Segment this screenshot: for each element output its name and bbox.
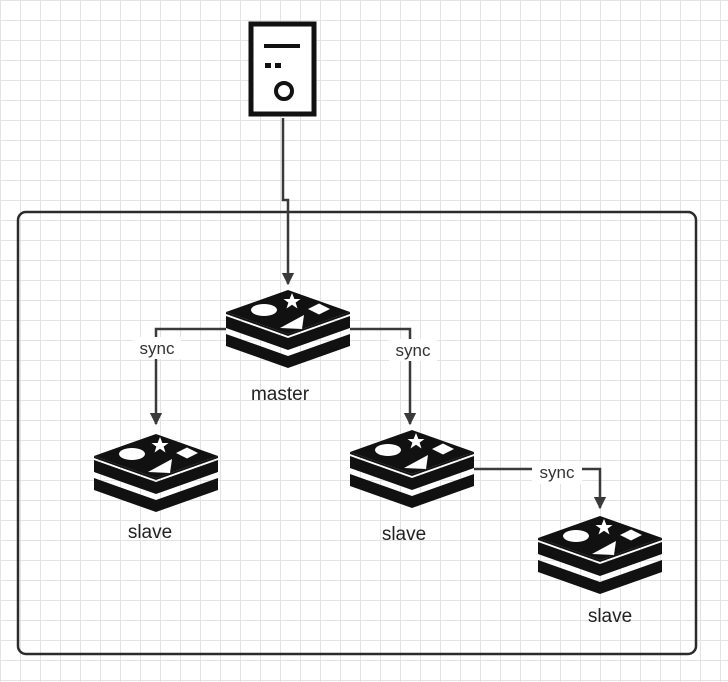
- redis-icon: [94, 434, 218, 512]
- edge-label-sync-right: sync: [540, 463, 575, 482]
- edge-master-slave-left: [149, 327, 226, 426]
- master-label: master: [251, 384, 310, 405]
- server-icon: [248, 21, 317, 117]
- edge-label-sync-left: sync: [140, 339, 175, 358]
- master-node: master: [226, 290, 350, 405]
- redis-icon: [350, 430, 474, 508]
- edge-slave-middle-slave-right: [474, 467, 607, 510]
- redis-icon: [226, 290, 350, 368]
- redis-icon: [538, 516, 662, 594]
- slave-middle-label: slave: [382, 524, 426, 545]
- slave-left-label: slave: [128, 522, 172, 543]
- cluster-container: [16, 210, 698, 656]
- client-to-master-edge: [281, 118, 295, 286]
- slave-node-right: slave: [538, 516, 662, 627]
- slave-node-left: slave: [94, 434, 218, 543]
- edge-master-slave-middle: [350, 327, 417, 426]
- slave-right-label: slave: [588, 606, 632, 627]
- edge-label-sync-middle: sync: [396, 341, 431, 360]
- slave-node-middle: slave: [350, 430, 474, 545]
